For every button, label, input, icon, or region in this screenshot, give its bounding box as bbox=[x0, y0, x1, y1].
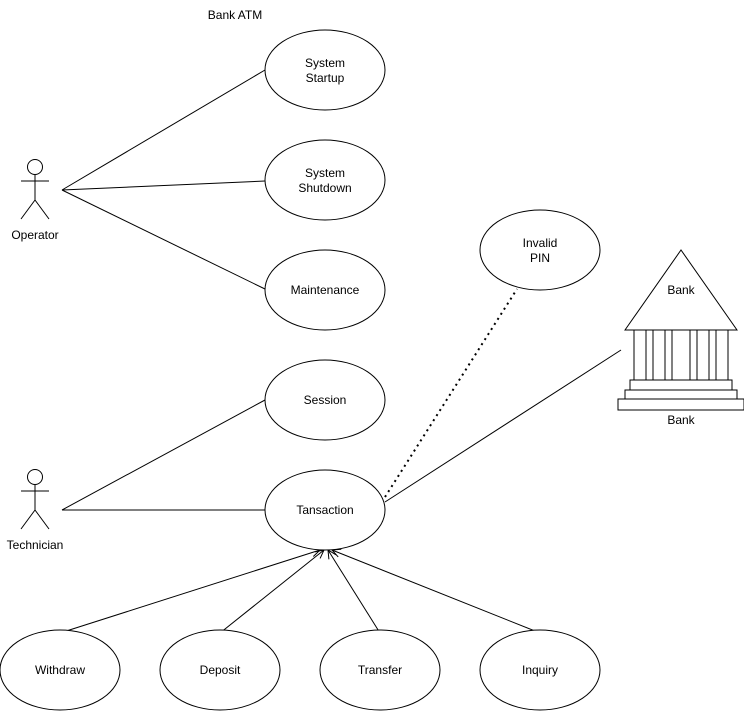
transaction-label: Tansaction bbox=[296, 503, 353, 517]
use-case-system-shutdown[interactable] bbox=[264, 139, 386, 221]
bank-step-3 bbox=[617, 398, 744, 411]
technician-actor[interactable] bbox=[20, 469, 50, 530]
maintenance-label: Maintenance bbox=[291, 283, 360, 297]
invalid-pin-label-line2: PIN bbox=[530, 251, 550, 265]
deposit-label: Deposit bbox=[200, 663, 241, 677]
system-startup-label-line1: System bbox=[305, 56, 345, 70]
technician-head bbox=[27, 469, 43, 485]
inquiry-generalization-arrow bbox=[332, 550, 541, 634]
bank-caption: Bank bbox=[667, 413, 695, 427]
system-shutdown-label-line2: Shutdown bbox=[298, 181, 351, 195]
invalid-pin-label-line1: Invalid bbox=[523, 236, 558, 250]
operator-startup-link bbox=[61, 69, 266, 191]
operator-head bbox=[27, 159, 43, 175]
operator-shutdown-link bbox=[61, 180, 266, 191]
use-case-system-startup[interactable] bbox=[264, 29, 386, 111]
generalizations bbox=[59, 550, 541, 634]
inquiry-label: Inquiry bbox=[522, 663, 558, 677]
transaction-bank-link bbox=[384, 349, 622, 503]
bank-step-1 bbox=[629, 379, 733, 391]
technician-session-link bbox=[61, 399, 266, 511]
withdraw-label: Withdraw bbox=[35, 663, 85, 677]
transfer-generalization-arrow bbox=[328, 550, 381, 634]
operator-actor[interactable] bbox=[20, 159, 50, 220]
system-startup-label-line2: Startup bbox=[306, 71, 345, 85]
session-label: Session bbox=[304, 393, 347, 407]
operator-label: Operator bbox=[11, 228, 58, 242]
withdraw-generalization-arrow bbox=[59, 550, 320, 634]
deposit-generalization-arrow bbox=[219, 550, 324, 634]
use-case-session[interactable] bbox=[264, 359, 386, 441]
use-case-maintenance[interactable] bbox=[264, 249, 386, 331]
bank-step-2 bbox=[624, 389, 738, 400]
use-case-withdraw[interactable] bbox=[0, 629, 121, 711]
transfer-label: Transfer bbox=[358, 663, 402, 677]
use-case-invalid-pin[interactable] bbox=[479, 209, 601, 291]
use-case-transaction[interactable] bbox=[264, 469, 386, 551]
associations bbox=[61, 69, 622, 511]
bank-building-icon[interactable] bbox=[617, 249, 744, 411]
operator-maintenance-link bbox=[61, 189, 266, 290]
transaction-invalid-pin-link bbox=[384, 288, 518, 498]
diagram-title: Bank ATM bbox=[208, 8, 262, 22]
use-case-deposit[interactable] bbox=[159, 629, 281, 711]
bank-roof-label: Bank bbox=[667, 283, 695, 297]
system-shutdown-label-line1: System bbox=[305, 166, 345, 180]
use-case-transfer[interactable] bbox=[319, 629, 441, 711]
use-case-inquiry[interactable] bbox=[479, 629, 601, 711]
technician-label: Technician bbox=[7, 538, 64, 552]
bank-columns-block bbox=[633, 329, 729, 381]
